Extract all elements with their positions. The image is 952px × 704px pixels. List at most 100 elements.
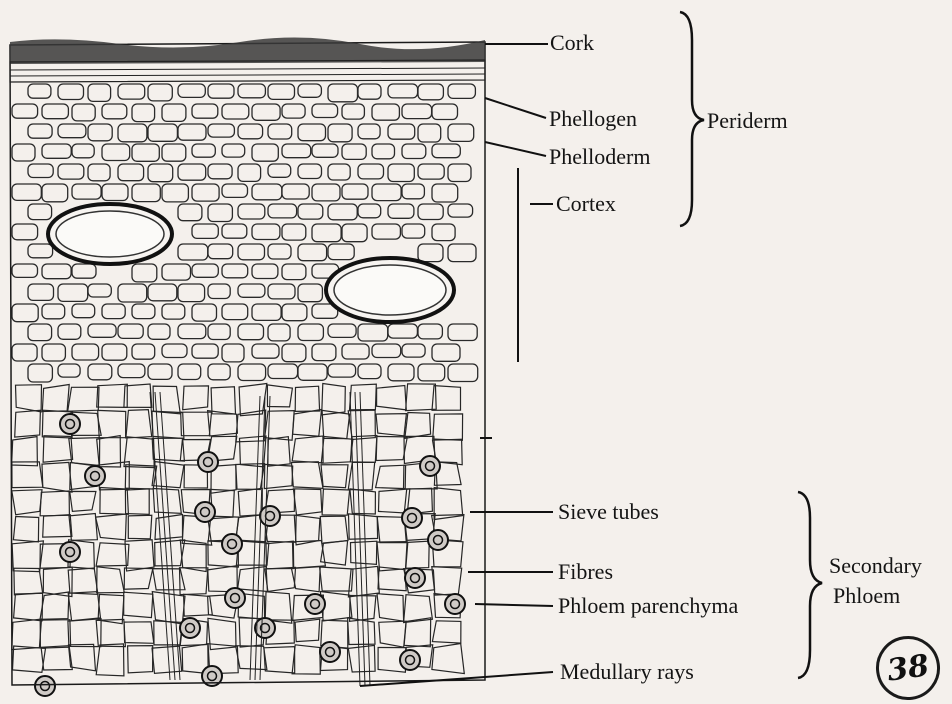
cortex-cell: [328, 244, 354, 260]
cortex-cell: [28, 84, 51, 98]
cortex-cell: [388, 364, 414, 381]
cortex-cell: [118, 84, 145, 99]
cortex-cell: [88, 324, 116, 337]
phloem-cell: [40, 620, 70, 648]
cortex-cell: [102, 304, 125, 319]
cortex-cell: [358, 84, 381, 99]
cortex-cell: [372, 184, 401, 201]
cortex-cell: [162, 144, 186, 161]
cortex-cell: [372, 224, 400, 239]
cortex-cell: [42, 344, 65, 361]
cortex-cell: [162, 304, 185, 319]
cortex-cell: [118, 284, 147, 302]
cortex-cell: [28, 204, 52, 220]
cortex-cell: [72, 184, 101, 199]
phloem-cell: [377, 542, 407, 571]
sieve-tube-cell: [198, 452, 218, 472]
phloem-cell: [68, 592, 100, 621]
sieve-tube-cell: [195, 502, 215, 522]
phloem-cell: [42, 462, 72, 492]
label-cork: Cork: [550, 32, 594, 54]
cortex-cell: [342, 344, 369, 359]
cortex-cell: [12, 264, 38, 277]
cortex-cell: [58, 164, 84, 179]
cortex-cell: [178, 324, 206, 339]
cortex-cell: [222, 264, 248, 278]
cortex-cell: [178, 284, 205, 302]
phloem-cell: [295, 619, 320, 641]
cortex-cell: [268, 164, 291, 177]
label-cortex: Cortex: [556, 193, 616, 215]
cortex-cell: [178, 244, 208, 260]
phloem-cell: [236, 464, 265, 490]
cortex-cell: [268, 244, 291, 259]
cortex-cell: [88, 124, 112, 141]
phloem-cell: [292, 645, 320, 674]
phloem-cell: [12, 490, 42, 515]
cortex-cell: [102, 184, 128, 201]
cortex-cell: [432, 184, 458, 202]
cortex-cell: [432, 344, 460, 361]
cortex-cell: [298, 204, 323, 219]
cortex-cell: [208, 124, 234, 137]
label-sieve-tubes: Sieve tubes: [558, 501, 659, 523]
phloem-cell: [12, 541, 43, 572]
cortex-cell: [448, 204, 473, 217]
phloem-cell: [128, 646, 153, 673]
cortex-cell: [208, 324, 230, 340]
cortex-cell: [12, 304, 38, 322]
phloem-cell: [124, 592, 153, 617]
phloem-cell: [41, 647, 72, 670]
cortex-cell: [358, 364, 381, 379]
cortex-cell: [192, 344, 218, 358]
phloem-cell: [350, 384, 377, 410]
cortex-cell: [12, 104, 38, 118]
label-phelloderm: Phelloderm: [549, 146, 650, 168]
phloem-cell: [293, 489, 321, 515]
cortex-cell: [298, 284, 322, 302]
cortex-cell: [328, 124, 352, 142]
phloem-cell: [406, 541, 429, 568]
cortex-cell: [268, 84, 295, 99]
cortex-cell: [342, 224, 367, 242]
sieve-tube-cell: [85, 466, 105, 486]
cortex-cell: [252, 344, 279, 358]
cortex-cell: [88, 364, 112, 380]
phloem-cell: [266, 541, 294, 569]
cortex-cell: [28, 324, 52, 341]
phloem-cell: [43, 436, 73, 463]
cortex-cell: [148, 164, 173, 182]
cortex-cell: [118, 324, 143, 338]
phloem-cell: [96, 644, 124, 676]
phloem-cell: [16, 385, 42, 412]
cortex-cell: [192, 144, 215, 157]
phloem-cell: [128, 515, 152, 539]
phloem-cell: [376, 414, 406, 436]
sieve-tube-cell: [445, 594, 465, 614]
cortex-cell: [238, 244, 265, 260]
cortex-cell: [282, 264, 306, 280]
sieve-tube-cell: [60, 542, 80, 562]
cortex-cell: [208, 84, 234, 98]
sieve-tube-cell: [222, 534, 242, 554]
cortex-cell: [402, 144, 426, 159]
phloem-cell: [153, 386, 180, 414]
cortex-cell: [418, 204, 443, 220]
cortex-cell: [58, 124, 86, 138]
cortex-cell: [28, 284, 54, 300]
cortex-cell: [42, 104, 68, 119]
phloem-cell: [69, 514, 97, 541]
phloem-cell: [68, 387, 99, 411]
phloem-cell: [433, 414, 463, 440]
cortex-cell: [192, 184, 219, 201]
phloem-cell: [264, 464, 292, 488]
cortex-cell: [268, 124, 292, 139]
cortex-cell: [148, 364, 172, 379]
cortex-cell: [312, 344, 336, 361]
cortex-cell: [372, 104, 399, 120]
cortex-cell: [402, 344, 425, 357]
cortex-cell: [402, 184, 424, 199]
cortex-cell: [328, 164, 350, 180]
cortex-cell: [312, 104, 338, 118]
